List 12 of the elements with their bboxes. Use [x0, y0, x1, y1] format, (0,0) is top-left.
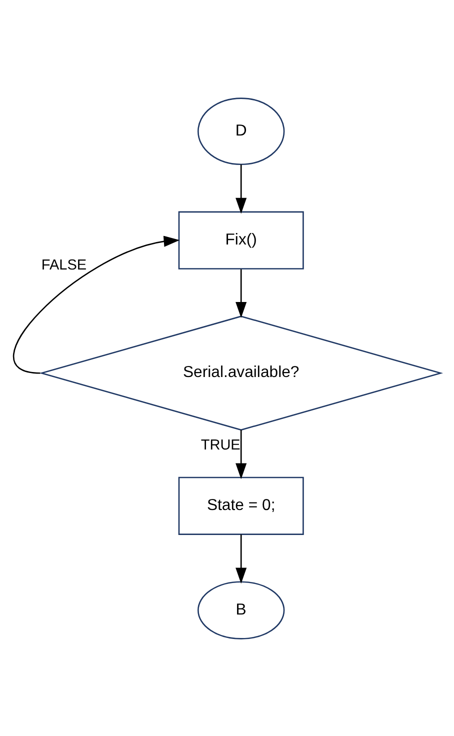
node-box: State = 0;	[178, 476, 304, 534]
edge-label: TRUE	[200, 436, 240, 453]
arrow	[236, 430, 247, 479]
node-diamond: Serial.available?	[39, 315, 444, 430]
arrow	[236, 268, 247, 318]
node-ellipse: B	[198, 580, 285, 639]
node-box: Fix()	[178, 210, 304, 269]
arrow	[236, 164, 247, 214]
node-ellipse: D	[198, 97, 285, 165]
arrow	[13, 235, 180, 374]
edge-label: FALSE	[41, 256, 87, 273]
arrow	[236, 534, 247, 584]
